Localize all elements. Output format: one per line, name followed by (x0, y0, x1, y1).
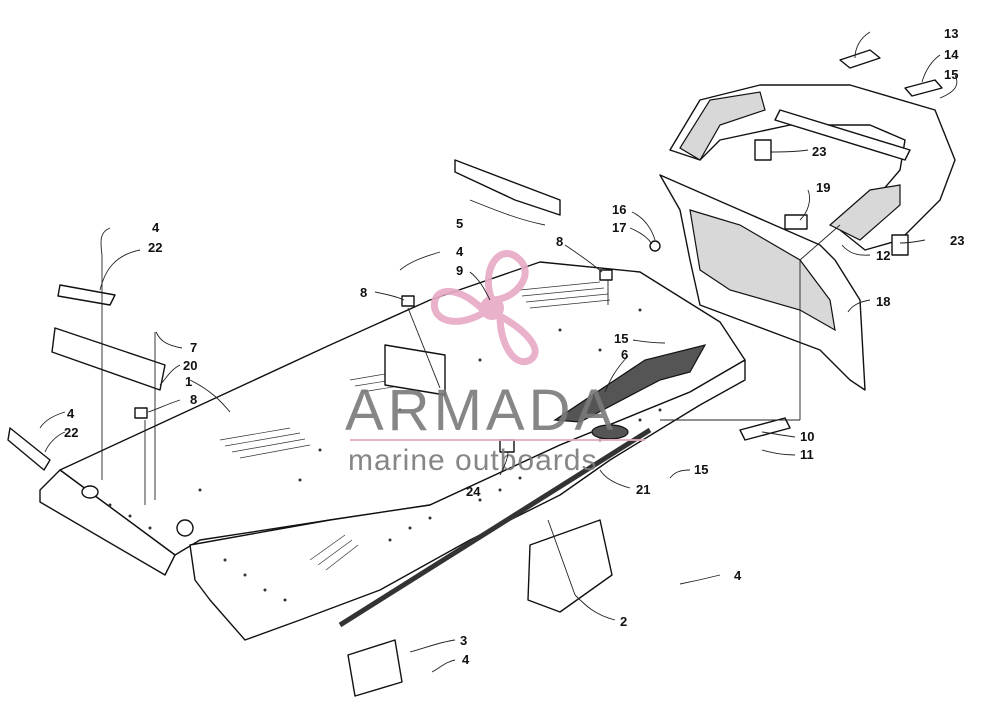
watermark-brand: ARMADA (345, 378, 617, 443)
callout-6: 6 (621, 347, 628, 362)
callout-4e: 4 (462, 652, 470, 667)
part-20-bracket (51, 327, 166, 391)
callout-labels: 1 2 3 4 4 4 4 4 5 6 7 8 8 8 9 10 11 12 1… (64, 26, 964, 667)
callout-5: 5 (456, 216, 463, 231)
callout-15c: 15 (694, 462, 708, 477)
callout-8b: 8 (360, 285, 367, 300)
leader-lines (39, 31, 958, 673)
part-22b-bracket (7, 427, 51, 471)
armada-watermark: ARMADA marine outboards (345, 250, 645, 477)
callout-15b: 15 (614, 331, 628, 346)
tunnel-assembly (39, 261, 746, 641)
callout-9: 9 (456, 263, 463, 278)
callout-23b: 23 (950, 233, 964, 248)
callout-2: 2 (620, 614, 627, 629)
callout-20: 20 (183, 358, 197, 373)
callout-22b: 22 (64, 425, 78, 440)
part-21-rod (338, 427, 652, 628)
part-3-plate (347, 639, 403, 697)
part-5-strip (454, 159, 561, 216)
callout-23a: 23 (812, 144, 826, 159)
callout-24: 24 (466, 484, 481, 499)
part-8a-plug (401, 295, 415, 307)
part-22-bracket (57, 284, 116, 306)
callout-7: 7 (190, 340, 197, 355)
snow-flap (659, 174, 866, 391)
callout-10: 10 (800, 429, 814, 444)
part-19-clip (784, 214, 808, 230)
callout-12: 12 (876, 248, 890, 263)
part-14-plate (904, 79, 943, 97)
part-23a-clip (754, 139, 772, 161)
callout-13: 13 (944, 26, 958, 41)
callout-19: 19 (816, 180, 830, 195)
callout-4c: 4 (67, 406, 75, 421)
part-23b-clip (891, 234, 909, 256)
watermark-tagline: marine outboards (348, 444, 597, 477)
callout-16: 16 (612, 202, 626, 217)
callout-22a: 22 (148, 240, 162, 255)
rear-bumper-assembly (669, 84, 956, 251)
callout-18: 18 (876, 294, 890, 309)
callout-3: 3 (460, 633, 467, 648)
part-8c-plug (599, 269, 613, 281)
callout-1: 1 (185, 374, 192, 389)
callout-4d: 4 (734, 568, 742, 583)
callout-8c: 8 (190, 392, 197, 407)
part-10-reflector (739, 417, 791, 441)
callout-21: 21 (636, 482, 650, 497)
callout-8a: 8 (556, 234, 563, 249)
part-2-bracket (527, 519, 613, 613)
callout-4a: 4 (152, 220, 160, 235)
propeller-logo-icon (430, 250, 539, 366)
callout-14: 14 (944, 47, 959, 62)
part-13-plate (839, 49, 881, 69)
callout-4b: 4 (456, 244, 464, 259)
callout-15a: 15 (944, 67, 958, 82)
small-parts (7, 49, 943, 697)
part-16-washer (649, 240, 661, 252)
part-8b-plug (134, 407, 148, 419)
callout-17: 17 (612, 220, 626, 235)
callout-11: 11 (800, 447, 814, 462)
